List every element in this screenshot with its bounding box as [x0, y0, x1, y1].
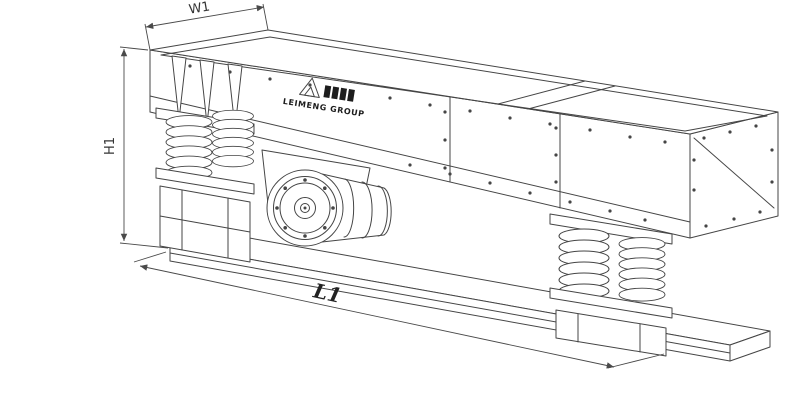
dimension-w1: W1: [144, 0, 269, 51]
feed-hopper-braces: [171, 55, 243, 129]
brand-character-marks-icon: [323, 85, 355, 102]
trough-body: [149, 29, 779, 239]
bolt-dots: [188, 64, 774, 228]
left-spring-bottom-bracket: [155, 167, 255, 195]
triangle-mountain-icon: [299, 77, 320, 98]
height-dimension-label: H1: [103, 137, 118, 155]
spring-icon: [212, 109, 254, 168]
spring-icon: [618, 237, 666, 302]
dimension-h1: H1: [103, 46, 169, 249]
left-spring-assembly: [155, 107, 255, 263]
spring-icon: [165, 115, 213, 180]
vibration-motor: [261, 149, 392, 247]
right-spring-top-bracket: [549, 213, 673, 245]
width-dimension-label: W1: [188, 0, 211, 18]
base-frame: [169, 230, 771, 362]
spring-icon: [558, 228, 610, 299]
right-spring-assembly: [549, 213, 673, 357]
